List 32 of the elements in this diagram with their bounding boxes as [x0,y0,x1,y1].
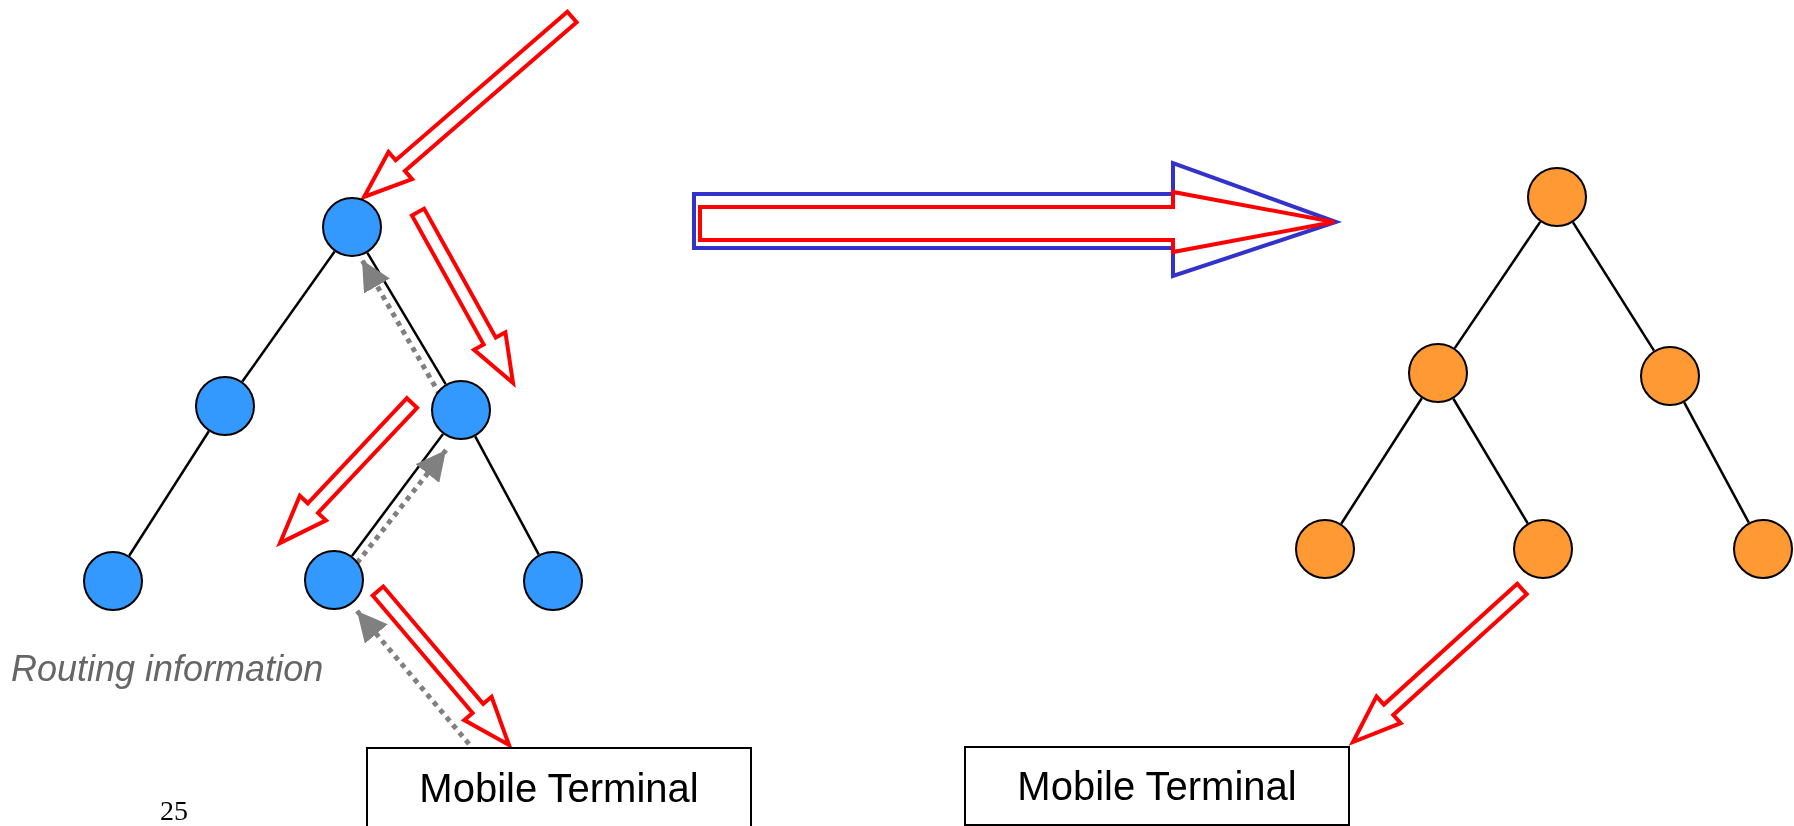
block-arrow [369,583,513,750]
tree-line [1453,221,1542,349]
node-circle [1640,346,1700,406]
tree-line [366,252,447,385]
node-circle [304,550,364,610]
terminal-box: Mobile Terminal [964,746,1350,826]
block-arrow [409,205,516,388]
node-circle [1513,519,1573,579]
tree-line [1683,401,1750,524]
node-circle [1527,167,1587,227]
tree-line [1340,397,1423,525]
dotted-arrow [355,448,448,565]
page-number: 25 [160,795,188,826]
tree-line [128,430,210,557]
block-arrow [1348,580,1530,746]
node-circle [1295,519,1355,579]
node-circle [322,197,382,257]
tree-line [1452,398,1529,524]
node-circle [523,551,583,611]
block-arrow [276,395,420,548]
terminal-box: Mobile Terminal [366,747,752,826]
node-circle [83,551,143,611]
tree-line [350,433,445,557]
node-circle [1408,343,1468,403]
tree-line [1571,221,1656,352]
tree-line [474,435,540,556]
block-arrow [359,8,580,201]
node-circle [431,380,491,440]
annotation-text: Routing information [11,648,324,690]
node-circle [1733,519,1793,579]
node-circle [195,376,255,436]
tree-line [241,250,336,383]
